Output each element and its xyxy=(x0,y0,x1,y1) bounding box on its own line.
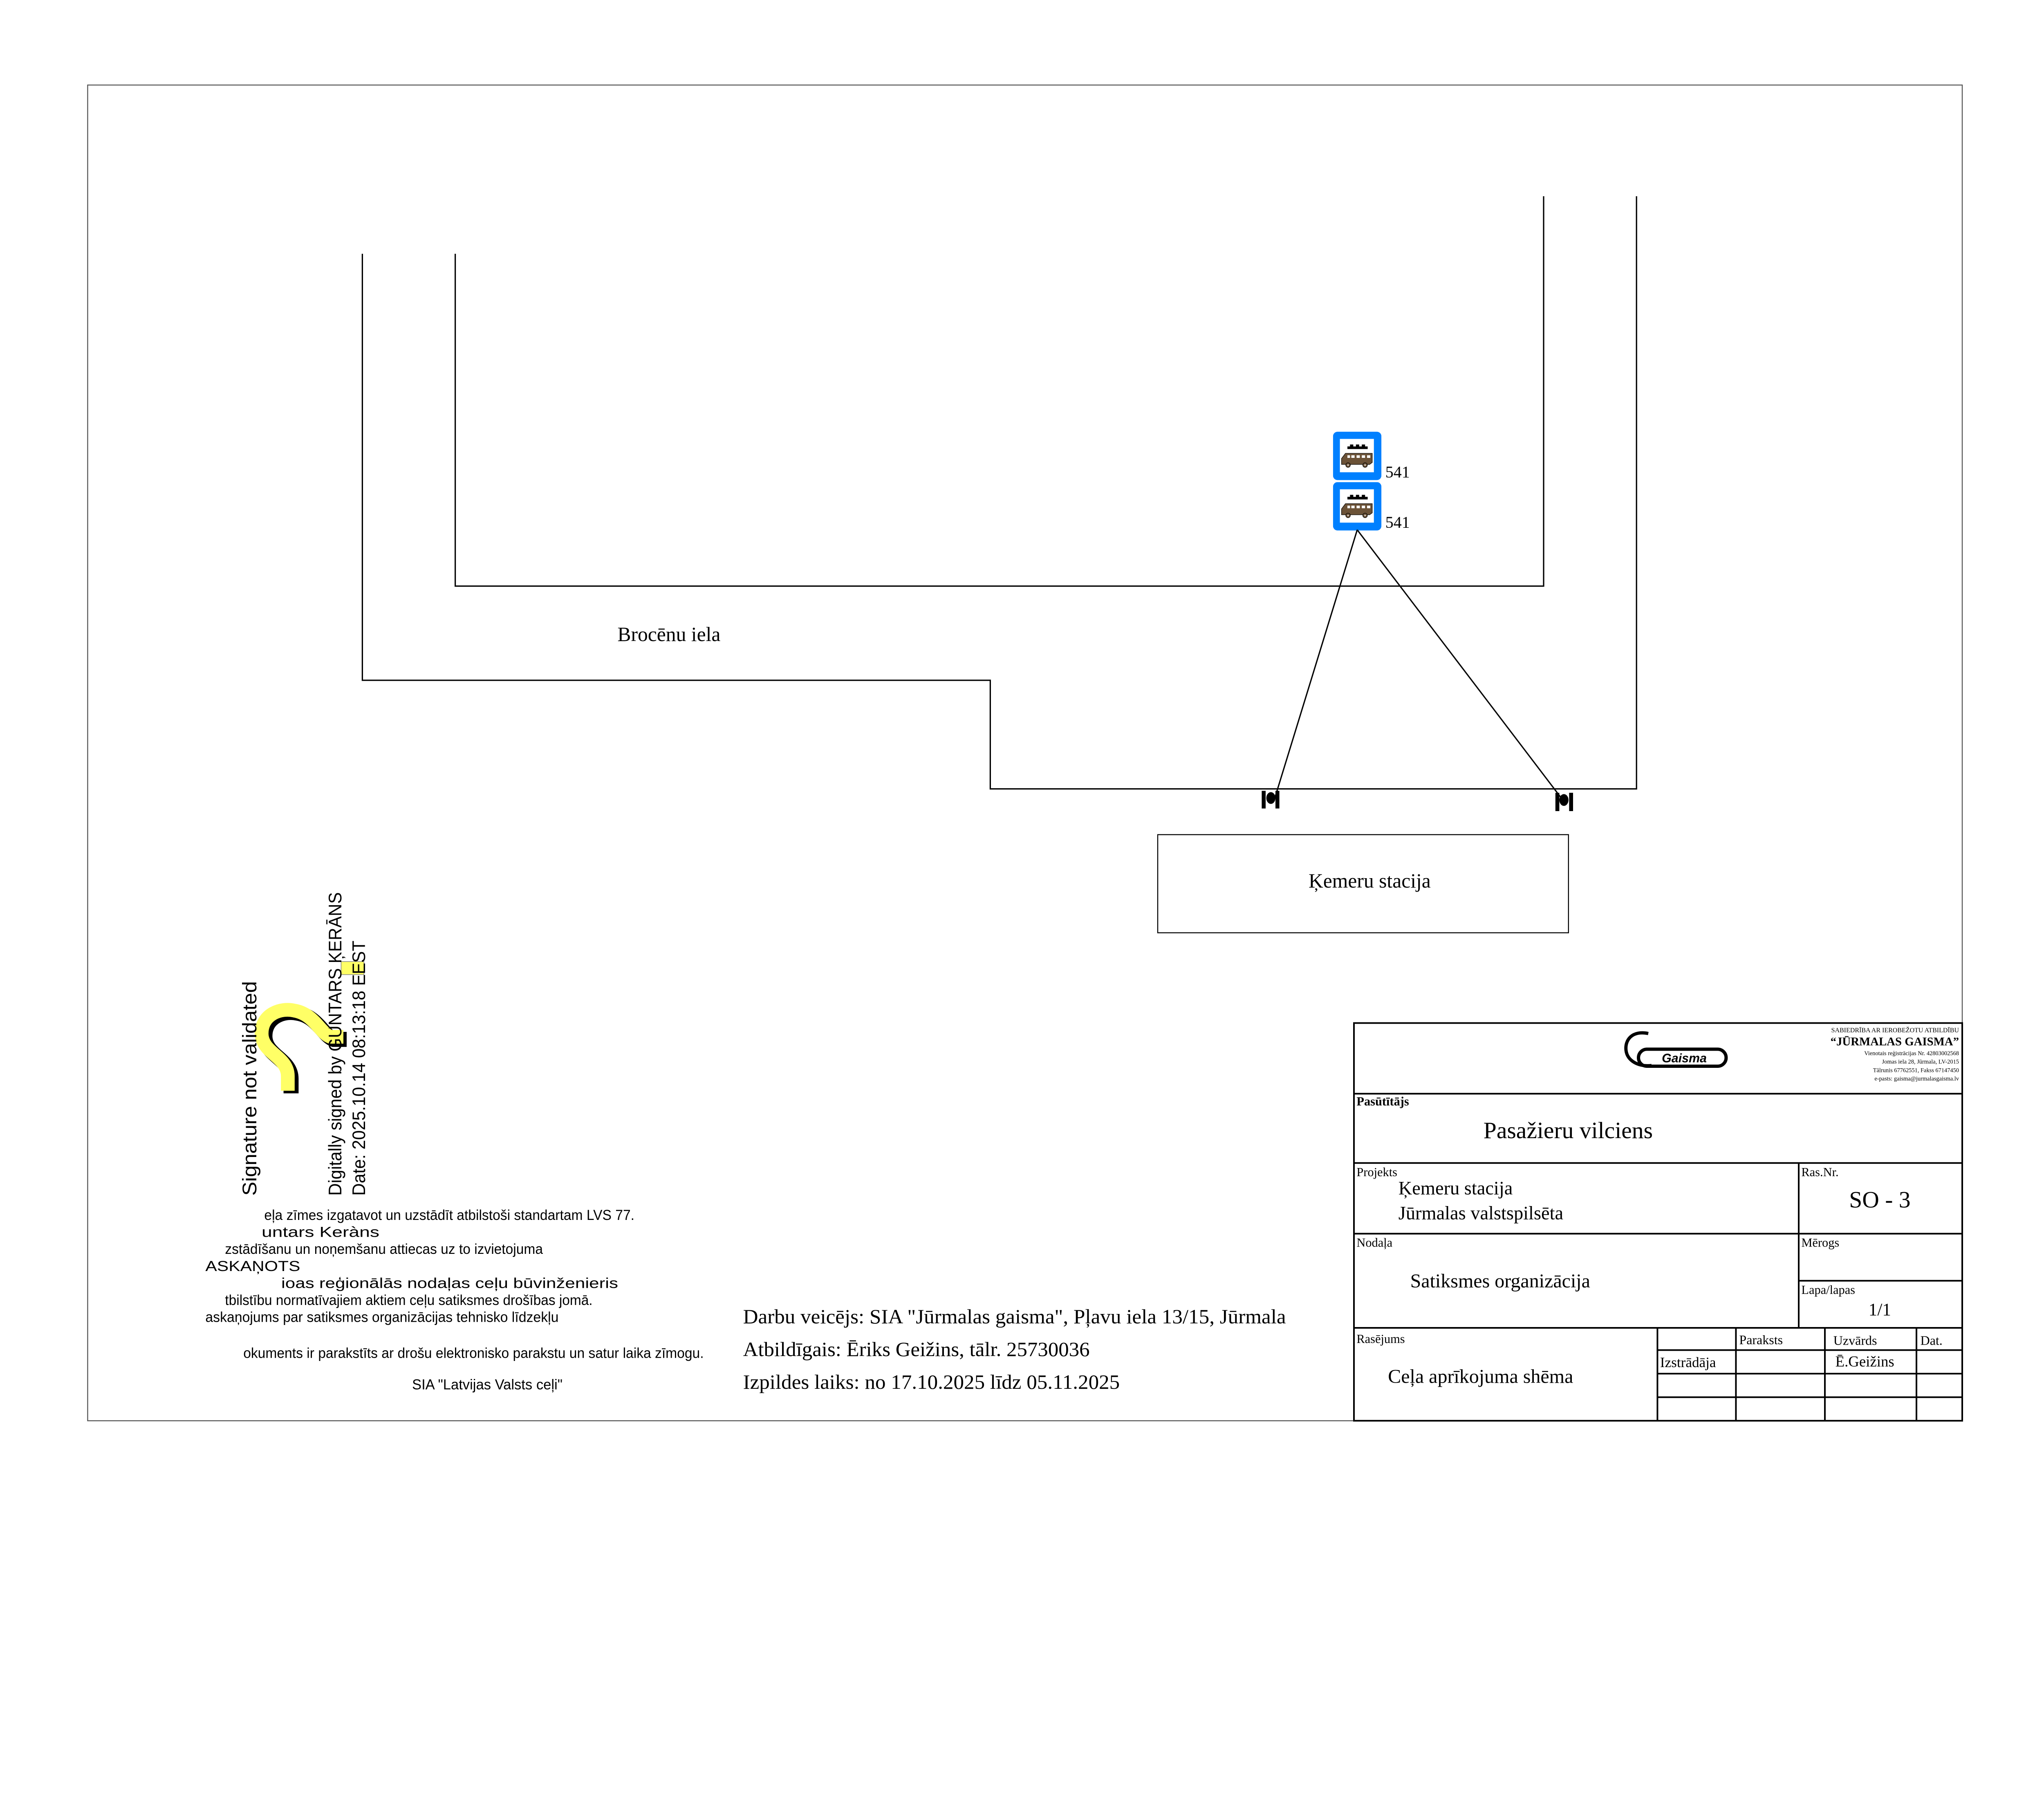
date-header: Dat. xyxy=(1921,1333,1943,1348)
contractor-period: Izpildes laiks: no 17.10.2025 līdz 05.11… xyxy=(743,1371,1120,1393)
note-line: tbilstību normatīvajiem aktiem ceļu sati… xyxy=(225,1292,592,1308)
role-name: Ē.Geižins xyxy=(1836,1353,1894,1370)
road-inner-edge xyxy=(455,196,1544,587)
note-line: ASKAŅOTS xyxy=(205,1258,300,1274)
note-line: untars Keràns xyxy=(262,1224,379,1240)
role-label: Izstrādāja xyxy=(1660,1354,1716,1370)
note-line: SIA "Latvijas Valsts ceļi" xyxy=(412,1377,563,1392)
company-reg-no: Vienotais reģistrācijas Nr. 42803002568 xyxy=(1864,1050,1959,1057)
project-label: Projekts xyxy=(1356,1165,1397,1179)
scale-label: Mērogs xyxy=(1801,1236,1839,1250)
note-line: askaņojums par satiksmes organizācijas t… xyxy=(205,1309,558,1325)
bus-taxi-stop-sign-icon xyxy=(1333,432,1382,480)
company-address: Jomas iela 28, Jūrmala, LV-2015 xyxy=(1882,1059,1959,1065)
company-name: “JŪRMALAS GAISMA” xyxy=(1831,1035,1959,1048)
sheet-frame xyxy=(87,84,1963,1421)
title-block: Gaisma SABIEDRĪBA AR IEROBEŽOTU ATBILDĪB… xyxy=(1353,1022,1963,1422)
gaisma-logo: Gaisma xyxy=(1624,1031,1728,1068)
drawing-no-label: Ras.Nr. xyxy=(1801,1165,1838,1179)
project-line-1: Ķemeru stacija xyxy=(1399,1178,1513,1199)
drawing-sheet: Brocēnu iela 541 541 Ķemeru stacija Sign… xyxy=(87,84,1963,1422)
department-label: Nodaļa xyxy=(1356,1236,1392,1250)
note-line: okuments ir parakstīts ar drošu elektron… xyxy=(243,1345,704,1361)
signature-date: Date: 2025.10.14 08:13:18 EEST xyxy=(349,941,369,1196)
approval-notes: eļa zīmes izgatavot un uzstādīt atbilsto… xyxy=(205,1207,704,1392)
sign-header: Paraksts xyxy=(1739,1332,1783,1347)
company-type: SABIEDRĪBA AR IEROBEŽOTU ATBILDĪBU xyxy=(1831,1026,1959,1034)
station-building xyxy=(1157,834,1569,933)
note-line: zstādīšanu un noņemšanu attiecas uz to i… xyxy=(225,1241,543,1257)
note-line: eļa zīmes izgatavot un uzstādīt atbilsto… xyxy=(264,1207,634,1223)
sheet-label: Lapa/lapas xyxy=(1801,1283,1855,1297)
leader-line xyxy=(1356,529,1564,801)
signature-signer: Digitally signed by GUNTARS ĶERĀNS xyxy=(325,892,345,1195)
station-label: Ķemeru stacija xyxy=(1309,870,1431,892)
drawing-no-value: SO - 3 xyxy=(1849,1187,1910,1213)
logo-text: Gaisma xyxy=(1662,1051,1707,1065)
company-email: e-pasts: gaisma@jurmalasgaisma.lv xyxy=(1874,1076,1959,1082)
note-line: ioas reģionālās nodaļas ceļu būvinženier… xyxy=(281,1275,618,1291)
department-value: Satiksmes organizācija xyxy=(1410,1270,1590,1292)
signature-stamp: Signature not validated Digitally signed… xyxy=(239,892,369,1195)
contractor-performer: Darbu veicējs: SIA "Jūrmalas gaisma", Pļ… xyxy=(743,1305,1286,1328)
sign-post-icon xyxy=(1262,791,1280,809)
company-phone: Tālrunis 67762551, Fakss 67147450 xyxy=(1873,1067,1959,1074)
leader-line xyxy=(1274,529,1358,798)
road-outer-edge xyxy=(361,196,1637,790)
sign-label: 541 xyxy=(1385,463,1410,481)
name-header: Uzvārds xyxy=(1833,1333,1877,1348)
bus-taxi-stop-sign-icon xyxy=(1333,482,1382,531)
client-label: Pasūtītājs xyxy=(1356,1094,1409,1108)
sheet-value: 1/1 xyxy=(1869,1300,1891,1320)
drawing-label: Rasējums xyxy=(1356,1332,1405,1346)
sign-label: 541 xyxy=(1385,513,1410,531)
project-line-2: Jūrmalas valstspilsēta xyxy=(1399,1203,1563,1224)
signature-status: Signature not validated xyxy=(239,981,261,1196)
question-mark-icon xyxy=(255,961,365,1094)
client-value: Pasažieru vilciens xyxy=(1484,1118,1653,1143)
contractor-responsible: Atbildīgais: Ēriks Geižins, tālr. 257300… xyxy=(743,1338,1090,1361)
drawing-value: Ceļa aprīkojuma shēma xyxy=(1388,1365,1573,1387)
street-label: Brocēnu iela xyxy=(617,623,720,646)
sign-post-icon xyxy=(1555,793,1573,811)
